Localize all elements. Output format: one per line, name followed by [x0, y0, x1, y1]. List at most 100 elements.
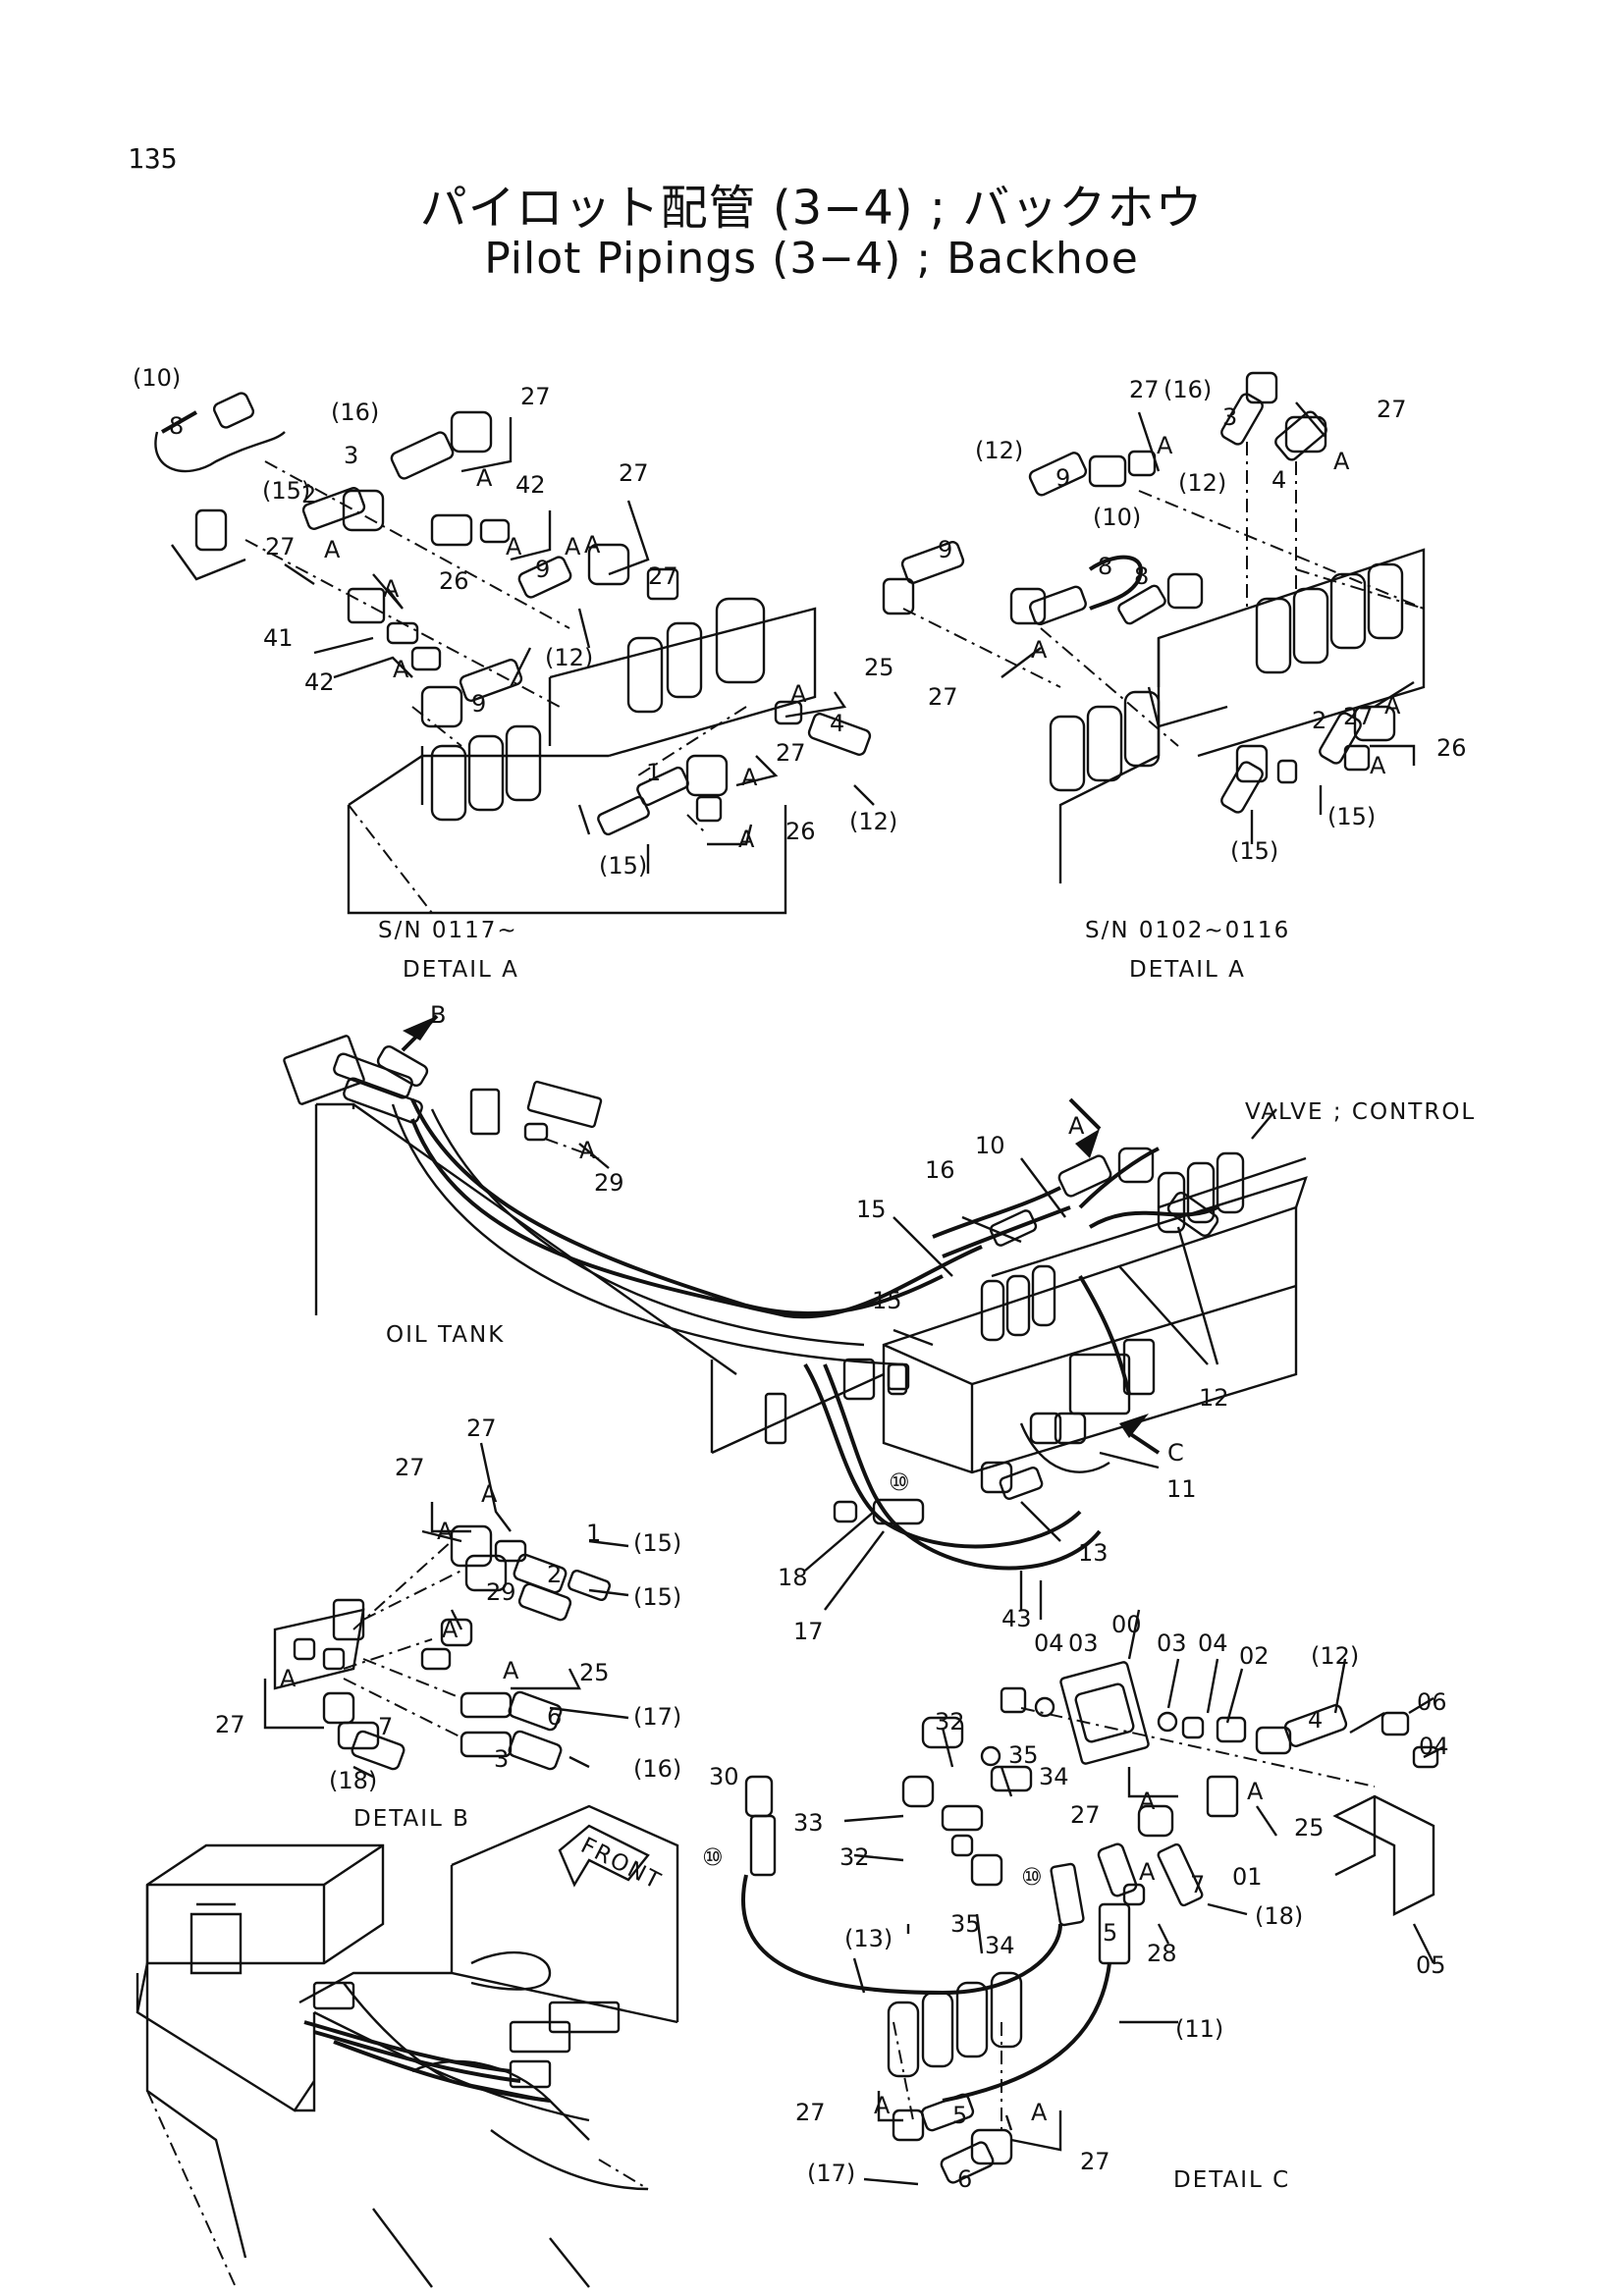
- callout-label: (13): [844, 1925, 893, 1952]
- callout-label: C: [1167, 1439, 1184, 1467]
- callout-label: 26: [1436, 734, 1467, 762]
- callout-label: 35: [1008, 1741, 1039, 1769]
- callout-label: (18): [1255, 1902, 1303, 1930]
- callout-label: 12: [1199, 1384, 1229, 1412]
- callout-label: 27: [928, 683, 958, 711]
- callout-label: 8: [169, 412, 184, 440]
- callout-label: 27: [395, 1454, 425, 1481]
- callout-label: 7: [1190, 1871, 1205, 1898]
- callout-label: A: [393, 656, 409, 683]
- callout-label: (15): [1327, 803, 1376, 830]
- callout-label: 32: [839, 1843, 870, 1871]
- callout-label: 33: [793, 1809, 824, 1837]
- callout-label: (12): [1311, 1642, 1359, 1670]
- callout-label: 01: [1232, 1863, 1263, 1891]
- callout-label: 16: [925, 1156, 955, 1184]
- callout-label: 04: [1198, 1629, 1228, 1657]
- callout-label: 15: [856, 1196, 887, 1223]
- callout-label: 11: [1166, 1475, 1197, 1503]
- callout-label: 18: [778, 1564, 808, 1591]
- callout-label: (16): [633, 1755, 681, 1783]
- callout-label: A: [1139, 1858, 1156, 1886]
- callout-label: A: [565, 533, 581, 561]
- callout-label: 5: [952, 2102, 967, 2129]
- callout-label: ⑩: [1021, 1863, 1043, 1891]
- callout-label: 28: [1147, 1940, 1177, 1967]
- callout-label: 2: [1312, 707, 1326, 734]
- callout-label: (15): [633, 1583, 681, 1611]
- callout-label: (15): [262, 477, 310, 505]
- callout-label: 8: [1134, 562, 1149, 590]
- callout-label: 6: [957, 2165, 972, 2193]
- callout-label: 5: [1103, 1919, 1117, 1947]
- callout-label: (12): [1178, 469, 1226, 497]
- callout-label: 27: [1070, 1801, 1101, 1829]
- callout-label: (15): [599, 852, 647, 880]
- callout-label: 02: [1239, 1642, 1270, 1670]
- callout-label: (17): [807, 2160, 855, 2187]
- callout-label: 9: [535, 556, 550, 583]
- callout-label: 26: [785, 818, 816, 845]
- callout-label: 03: [1157, 1629, 1187, 1657]
- callout-label: (12): [975, 437, 1023, 464]
- callout-label: 27: [648, 562, 678, 590]
- callout-label: 27: [1377, 396, 1407, 423]
- callout-label: 03: [1068, 1629, 1099, 1657]
- callout-label: 2: [547, 1561, 562, 1588]
- callout-label: 3: [1222, 403, 1237, 431]
- detail-c-caption: DETAIL C: [1173, 2167, 1290, 2193]
- callout-label: 17: [793, 1618, 824, 1645]
- callout-label: (10): [1093, 504, 1141, 531]
- callout-label: ⑩: [889, 1468, 910, 1496]
- callout-label: A: [1247, 1778, 1264, 1805]
- callout-label: A: [280, 1665, 297, 1692]
- callout-label: A: [324, 536, 341, 563]
- callout-label: 4: [830, 710, 844, 737]
- callout-label: (11): [1175, 2015, 1223, 2043]
- callout-label: 25: [579, 1659, 610, 1686]
- detail-a-left-serial: S/N 0117∼: [378, 918, 518, 943]
- callout-label: 1: [646, 759, 661, 786]
- detail-a-left: [154, 392, 875, 915]
- callout-label: 00: [1111, 1611, 1142, 1638]
- callout-label: 29: [594, 1169, 624, 1197]
- callout-label: A: [1333, 448, 1350, 475]
- callout-label: (16): [1163, 376, 1212, 403]
- callout-label: 26: [439, 567, 469, 595]
- callout-label: (15): [1230, 837, 1278, 865]
- callout-label: A: [741, 764, 758, 791]
- callout-label: A: [1157, 432, 1173, 459]
- callout-label: A: [1031, 2099, 1048, 2126]
- callout-label: 27: [1080, 2148, 1110, 2175]
- callout-label: 42: [304, 668, 335, 696]
- callout-label: 3: [494, 1745, 509, 1773]
- callout-label: A: [506, 533, 522, 561]
- callout-label: 4: [1308, 1706, 1323, 1734]
- callout-label: A: [1139, 1788, 1156, 1815]
- callout-label: (10): [133, 364, 181, 392]
- callout-label: A: [1068, 1112, 1085, 1140]
- callout-label: ⑩: [702, 1843, 724, 1871]
- callout-label: (12): [849, 808, 897, 835]
- callout-label: 27: [466, 1415, 497, 1442]
- callout-label: 25: [864, 654, 894, 681]
- callout-label: 32: [935, 1708, 965, 1735]
- callout-label: A: [503, 1657, 519, 1684]
- callout-label: A: [1370, 752, 1386, 779]
- callout-label: (16): [331, 399, 379, 426]
- main-assembly-view: [283, 1014, 1308, 1611]
- callout-label: 2: [301, 481, 316, 508]
- callout-label: A: [442, 1616, 459, 1643]
- detail-a-right: [882, 371, 1426, 883]
- callout-label: 42: [515, 471, 546, 499]
- callout-label: A: [584, 531, 601, 559]
- oil-tank-label: OIL TANK: [386, 1322, 505, 1348]
- detail-a-right-caption: DETAIL A: [1129, 957, 1246, 983]
- callout-label: 8: [1098, 553, 1112, 580]
- callout-label: (18): [329, 1767, 377, 1794]
- callout-label: 27: [1343, 703, 1374, 730]
- callout-label: 10: [975, 1132, 1005, 1159]
